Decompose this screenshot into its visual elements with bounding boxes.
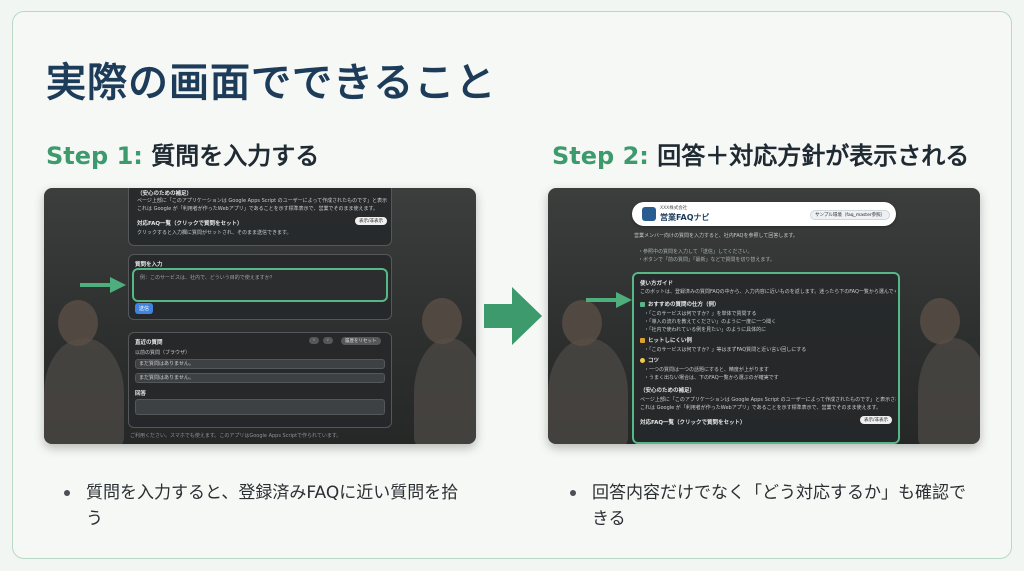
question-input[interactable]: 例：このサービスは、社内で、どういう目的で使えますか？ <box>132 268 388 302</box>
step2-bullet: 回答内容だけでなく「どう対応するか」も確認できる <box>570 480 970 532</box>
intro-text: 営業メンバー向けの質問を入力すると、社内FAQを参照して回答します。 <box>634 233 798 239</box>
answer-label: 回答 <box>135 391 147 397</box>
history-item-text: まだ質問はありません。 <box>139 375 194 381</box>
ng-title: ヒットしにくい例 <box>648 338 692 344</box>
footer-note: ご利用ください。スマホでも使えます。このアプリはGoogle Apps Scri… <box>130 433 342 439</box>
faq-list-toggle-button[interactable]: 表示/非表示 <box>355 217 388 225</box>
history-item[interactable]: まだ質問はありません。 <box>135 373 385 383</box>
intro-text-3: ・ボタンで「前の質問」「最新」などで質問を切り替えます。 <box>638 257 775 263</box>
notice-line1: ページ上部に「このアプリケーションは Google Apps Script のユ… <box>640 397 896 403</box>
app-logo-icon <box>642 207 656 221</box>
send-button[interactable]: 送信 <box>135 303 154 314</box>
step2-label: 回答＋対応方針が表示される <box>657 142 970 170</box>
recommend-item: ・「導入の流れを教えてください」のように一度に一つ聞く <box>644 319 777 325</box>
usage-guide-panel: 使い方ガイド このボットは、登録済みの質問FAQの中から、入力内容に近いものを返… <box>632 272 900 444</box>
step2-number: Step 2: <box>552 142 649 170</box>
background-person-head <box>562 300 602 346</box>
history-item[interactable]: まだ質問はありません。 <box>135 359 385 369</box>
tip-item: ・一つの質問は一つの話題にすると、精度が上がります <box>644 367 769 373</box>
question-input-placeholder: 例：このサービスは、社内で、どういう目的で使えますか？ <box>140 275 275 281</box>
history-label: 以前の質問（ブラウザ） <box>135 350 191 356</box>
step2-screenshot: XXX株式会社 営業FAQナビ サンプル環境（faq_master参照） 営業メ… <box>548 188 980 444</box>
notice-title: （安心のための補足） <box>640 388 696 394</box>
answer-field <box>135 399 385 415</box>
prev-button[interactable]: ‹ <box>309 337 319 344</box>
guide-title: 使い方ガイド <box>640 281 674 287</box>
recent-panel: 直近の質問 ‹ › 履歴をリセット 以前の質問（ブラウザ） まだ質問はありません… <box>128 332 392 428</box>
recommend-item: ・「社内で使われている例を見たい」のように具体的に <box>644 327 767 333</box>
pointer-arrow-icon <box>586 292 632 308</box>
tip-title: コツ <box>648 358 660 364</box>
tip-item: ・うまく出ない場合は、下のFAQ一覧から選ぶのが確実です <box>644 375 779 381</box>
company-name: XXX株式会社 <box>660 206 688 211</box>
app-name: 営業FAQナビ <box>660 213 710 222</box>
warning-icon <box>640 338 645 343</box>
background-person-head <box>58 300 98 346</box>
background-person <box>414 338 476 444</box>
step1-bullet: 質問を入力すると、登録済みFAQに近い質問を拾う <box>64 480 464 532</box>
step1-label: 質問を入力する <box>151 142 320 170</box>
faq-list-title: 対応FAQ一覧（クリックで質問をセット） <box>640 420 746 426</box>
recommend-icon <box>640 302 645 307</box>
lightbulb-icon <box>640 358 645 363</box>
background-person-head <box>422 298 462 344</box>
faq-list-title: 対応FAQ一覧（クリックで質問をセット） <box>137 221 243 227</box>
notice-line2: これは Google が「利用者が作ったWebアプリ」であることを示す標準表示で… <box>137 206 378 212</box>
background-person <box>44 338 124 444</box>
faq-hint: クリックすると入力欄に質問がセットされ、そのまま送信できます。 <box>137 230 292 236</box>
background-person <box>548 338 628 444</box>
recommend-title: おすすめの質問の仕方（例） <box>648 302 720 308</box>
recommend-item: ・「このサービスは何ですか？」を単体で質問する <box>644 311 757 317</box>
history-item-text: まだ質問はありません。 <box>139 361 194 367</box>
intro-text-2: ・参照中の質問を入力して「送信」してください。 <box>638 249 753 255</box>
step1-bullet-text: 質問を入力すると、登録済みFAQに近い質問を拾う <box>86 483 459 529</box>
guide-description: このボットは、登録済みの質問FAQの中から、入力内容に近いものを返します。迷った… <box>640 289 896 295</box>
environment-badge: サンプル環境（faq_master参照） <box>810 210 891 220</box>
notice-title: （安心のための補足） <box>137 191 193 197</box>
background-person-head <box>920 298 960 344</box>
bullet-dot-icon <box>64 490 70 496</box>
faq-list-toggle-button[interactable]: 表示/非表示 <box>860 416 893 424</box>
next-step-arrow-icon <box>484 287 542 345</box>
notice-panel: （安心のための補足） ページ上部に「このアプリケーションは Google App… <box>128 188 392 246</box>
slide-title: 実際の画面でできること <box>46 60 497 106</box>
app-header-card: XXX株式会社 営業FAQナビ サンプル環境（faq_master参照） <box>632 202 896 226</box>
step2-bullet-text: 回答内容だけでなく「どう対応するか」も確認できる <box>592 483 966 529</box>
reset-history-button[interactable]: 履歴をリセット <box>341 337 381 345</box>
ng-item: ・「このサービスは何ですか？」等はまずFAQ質問と近い言い回しにする <box>644 347 807 353</box>
next-button[interactable]: › <box>323 337 333 344</box>
notice-line1: ページ上部に「このアプリケーションは Google Apps Script のユ… <box>137 198 387 204</box>
recent-title: 直近の質問 <box>135 340 163 346</box>
pointer-arrow-icon <box>80 277 126 293</box>
background-person <box>918 338 980 444</box>
notice-line2: これは Google が「利用者が作ったWebアプリ」であることを示す標準表示で… <box>640 405 881 411</box>
step1-number: Step 1: <box>46 142 143 170</box>
bullet-dot-icon <box>570 490 576 496</box>
step1-screenshot: （安心のための補足） ページ上部に「このアプリケーションは Google App… <box>44 188 476 444</box>
step2-heading: Step 2: 回答＋対応方針が表示される <box>552 136 969 171</box>
question-input-label: 質問を入力 <box>135 262 163 268</box>
step1-heading: Step 1: 質問を入力する <box>46 136 319 171</box>
